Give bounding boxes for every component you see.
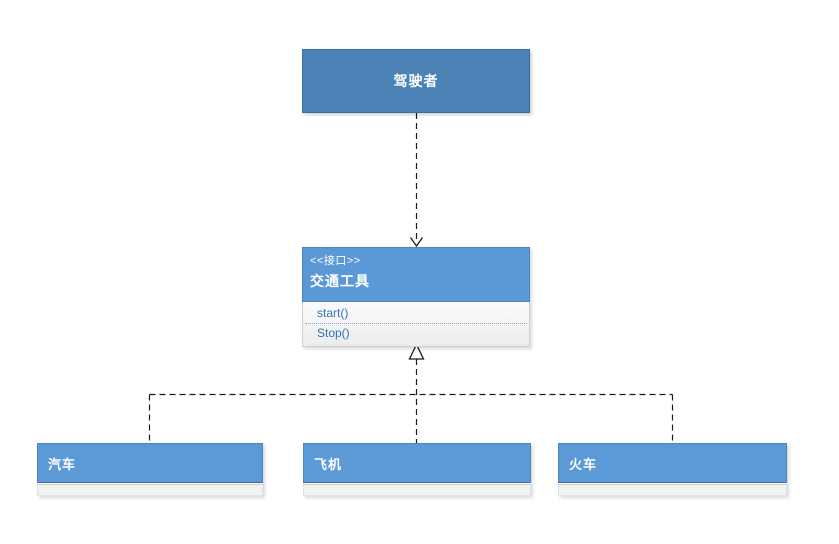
interface-header: <<接口>> 交通工具 (302, 247, 530, 302)
node-car-label: 汽车 (48, 456, 77, 472)
node-car-compartment (37, 484, 263, 496)
dependency-arrow (409, 113, 424, 248)
realization-arrow (148, 343, 674, 443)
node-train-header: 火车 (558, 443, 787, 483)
node-plane-compartment (303, 484, 531, 496)
node-car[interactable]: 汽车 (37, 443, 263, 496)
interface-stereotype: <<接口>> (310, 255, 361, 267)
node-plane-label: 飞机 (314, 456, 343, 472)
interface-name: 交通工具 (310, 273, 370, 289)
node-train-label: 火车 (569, 456, 598, 472)
method-divider (305, 323, 527, 324)
method-stop: Stop() (317, 326, 350, 340)
node-plane[interactable]: 飞机 (303, 443, 531, 496)
node-train[interactable]: 火车 (558, 443, 787, 496)
node-plane-header: 飞机 (303, 443, 531, 483)
method-start: start() (317, 306, 349, 320)
node-train-compartment (558, 484, 787, 496)
node-driver-label: 驾驶者 (393, 73, 439, 89)
node-car-header: 汽车 (37, 443, 263, 483)
node-interface[interactable]: <<接口>> 交通工具 start() Stop() (302, 247, 530, 347)
node-driver[interactable]: 驾驶者 (302, 49, 530, 113)
interface-methods-compartment: start() Stop() (302, 302, 530, 347)
